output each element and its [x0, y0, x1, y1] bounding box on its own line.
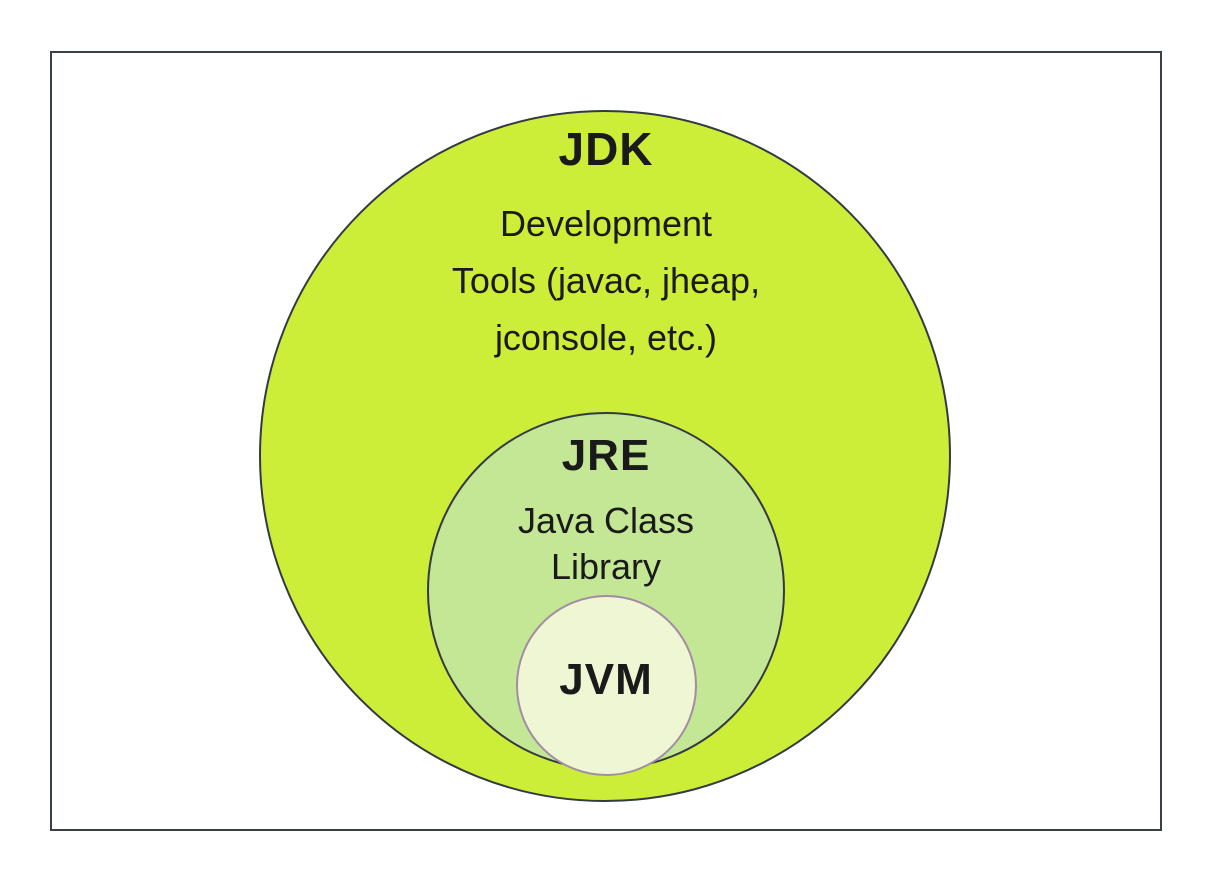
jvm-title: JVM [559, 655, 653, 704]
jre-title: JRE [561, 431, 651, 480]
jdk-title: JDK [558, 123, 654, 175]
jvm-circle [516, 595, 697, 776]
jre-description: Java Class Library [517, 500, 695, 587]
jdk-description: Development Tools (javac, jheap, jconsol… [451, 203, 761, 358]
